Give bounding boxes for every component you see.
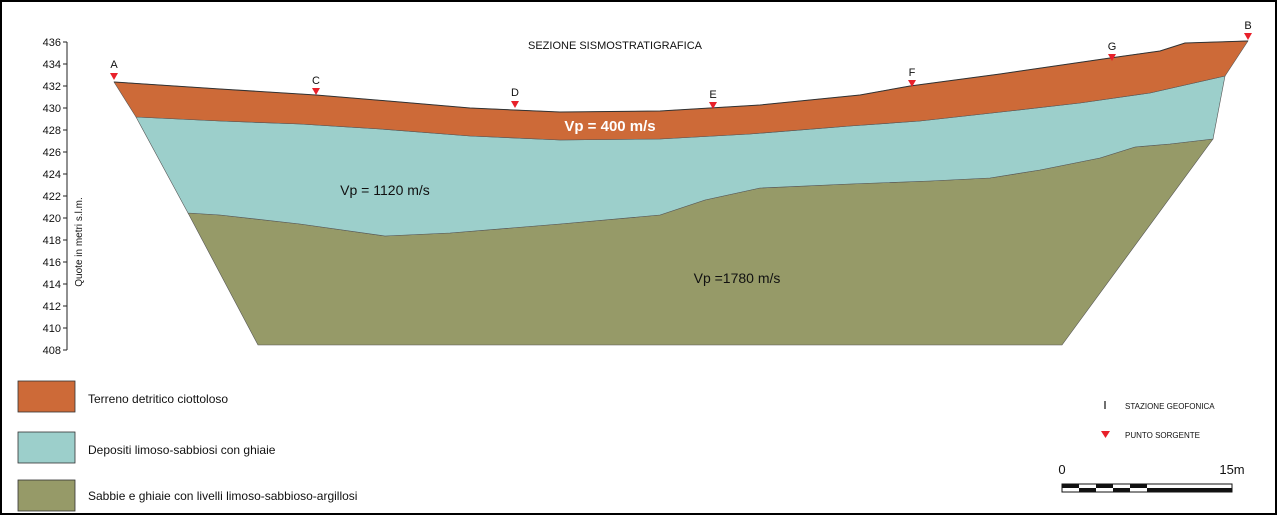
scale-bar-segment — [1147, 488, 1232, 492]
y-tick-label: 422 — [43, 191, 61, 203]
station-legend-label: STAZIONE GEOFONICA — [1125, 402, 1215, 411]
source-point-label: A — [110, 59, 118, 71]
y-tick-label: 418 — [43, 235, 61, 247]
y-tick-label: 414 — [43, 279, 61, 291]
legend-swatch — [17, 431, 76, 464]
y-tick-label: 434 — [43, 59, 61, 71]
source-point-label: C — [312, 75, 320, 87]
y-tick-label: 420 — [43, 213, 61, 225]
source-legend-label: PUNTO SORGENTE — [1125, 431, 1200, 440]
scale-bar-segment — [1096, 484, 1113, 488]
source-point-a: A — [110, 59, 118, 80]
scale-bar-segment — [1130, 484, 1147, 488]
source-marker-icon — [312, 88, 320, 95]
y-tick-label: 424 — [43, 169, 61, 181]
y-axis-label: Quote in metri s.l.m. — [74, 197, 85, 286]
y-tick-label: 416 — [43, 257, 61, 269]
y-tick-label: 430 — [43, 103, 61, 115]
scale-bar: 0 15m — [1058, 462, 1245, 493]
source-point-label: D — [511, 87, 519, 99]
y-axis: 436 434 432 430 428 426 424 422 420 418 416 414 412 4… — [43, 37, 85, 357]
source-point-c: C — [312, 75, 320, 95]
source-point-label: E — [709, 89, 716, 101]
scale-start-label: 0 — [1058, 462, 1065, 477]
ground-surface-line — [113, 40, 1249, 113]
source-marker-icon — [908, 80, 916, 87]
legend-item-sabbie: Sabbie e ghiaie con livelli limoso-sabbi… — [17, 479, 357, 512]
section-title: SEZIONE SISMOSTRATIGRAFICA — [528, 40, 703, 52]
source-point-label: B — [1244, 20, 1251, 32]
source-point-d: D — [511, 87, 519, 108]
stratigraphic-section — [113, 40, 1249, 346]
y-tick-label: 410 — [43, 323, 61, 335]
velocity-label-layer-1: Vp = 400 m/s — [564, 118, 655, 135]
y-tick-label: 412 — [43, 301, 61, 313]
legend-item-depositi: Depositi limoso-sabbiosi con ghiaie — [17, 431, 276, 464]
source-point-b: B — [1244, 20, 1252, 40]
legend-label: Sabbie e ghiaie con livelli limoso-sabbi… — [88, 489, 357, 503]
source-marker-icon — [1108, 54, 1116, 61]
y-tick-label: 428 — [43, 125, 61, 137]
velocity-label-layer-2: Vp = 1120 m/s — [340, 182, 430, 198]
legend-label: Terreno detritico ciottoloso — [88, 392, 228, 406]
y-axis-ticks: 436 434 432 430 428 426 424 422 420 418 416 414 412 4… — [43, 37, 67, 357]
scale-end-label: 15m — [1219, 462, 1244, 477]
legend-swatch — [17, 479, 76, 512]
legend-item-terreno: Terreno detritico ciottoloso — [17, 380, 228, 413]
velocity-label-layer-3: Vp =1780 m/s — [694, 270, 781, 286]
legend-swatch — [17, 380, 76, 413]
legend-label: Depositi limoso-sabbiosi con ghiaie — [88, 443, 276, 457]
source-point-label: F — [909, 67, 916, 79]
source-marker-icon — [1101, 431, 1110, 438]
source-point-f: F — [908, 67, 916, 87]
source-marker-icon — [110, 73, 118, 80]
source-marker-icon — [511, 101, 519, 108]
scale-bar-segment — [1062, 484, 1079, 488]
layer-legend: Terreno detritico ciottoloso Depositi li… — [17, 380, 357, 512]
source-point-g: G — [1108, 41, 1117, 61]
scale-bar-segment — [1113, 488, 1130, 492]
source-marker-icon — [709, 102, 717, 109]
symbol-legend: STAZIONE GEOFONICA PUNTO SORGENTE — [1101, 401, 1215, 440]
y-tick-label: 426 — [43, 147, 61, 159]
y-tick-label: 432 — [43, 81, 61, 93]
source-point-label: G — [1108, 41, 1117, 53]
source-points: A C D E F G B — [110, 20, 1252, 109]
source-marker-icon — [1244, 33, 1252, 40]
y-tick-label: 408 — [43, 345, 61, 357]
scale-bar-segment — [1079, 488, 1096, 492]
source-point-e: E — [709, 89, 717, 109]
y-tick-label: 436 — [43, 37, 61, 49]
